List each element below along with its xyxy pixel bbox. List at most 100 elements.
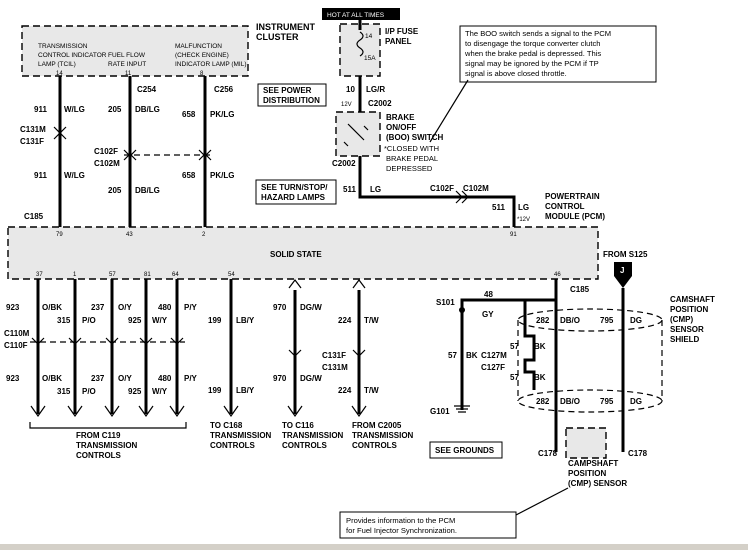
fuse-icon — [356, 31, 364, 57]
connector-c2002-bottom: C2002 — [332, 159, 356, 168]
to-c168-line2: TRANSMISSION — [210, 431, 272, 440]
wire-10: 10 — [346, 85, 355, 94]
s125-marker — [614, 262, 632, 276]
wire-48-circuit: 48 — [484, 290, 493, 299]
wire-57b-circuit: 57 — [510, 342, 519, 351]
bw2-224-color: T/W — [364, 386, 379, 395]
from-c119-line2: TRANSMISSION — [76, 441, 138, 450]
lamp-mil-pin: 8 — [200, 71, 204, 77]
to-c168-line1: TO C168 — [210, 421, 243, 430]
cmp-sensor-box — [565, 427, 607, 459]
bw2-224-circuit: 224 — [338, 386, 352, 395]
connector-c102m: C102M — [94, 159, 120, 168]
connector-c127m: C127M — [481, 351, 507, 360]
wire-282b-circuit: 282 — [536, 397, 550, 406]
wire-12v: 12V — [341, 102, 352, 108]
bw-480-circuit: 480 — [158, 303, 172, 312]
see-power-line1: SEE POWER — [263, 86, 312, 95]
see-power-line2: DISTRIBUTION — [263, 96, 320, 105]
bw-925-color: W/Y — [152, 316, 168, 325]
fuse-panel-box — [339, 23, 381, 77]
brake-note-2: BRAKE PEDAL — [386, 154, 438, 163]
boo-note-leader — [429, 79, 469, 143]
bw-925-circuit: 925 — [128, 316, 142, 325]
bw-199-color: LB/Y — [236, 316, 255, 325]
bw2-925-circuit: 925 — [128, 387, 142, 396]
lamp-tcil-line3: LAMP (TCIL) — [38, 61, 76, 68]
see-turn-box[interactable] — [255, 179, 337, 205]
bw-970-circuit: 970 — [273, 303, 287, 312]
lamp-tcil-line2: CONTROL INDICATOR — [38, 52, 107, 59]
wire-658b-circuit: 658 — [182, 171, 196, 180]
lamp-fuel-pin: 11 — [125, 71, 132, 77]
from-c119-line3: CONTROLS — [76, 451, 122, 460]
cmp-note-box — [339, 511, 517, 539]
fuse-panel-label-1: I/P FUSE — [385, 27, 419, 36]
c119-bracket — [29, 422, 187, 429]
lamp-mil-line1: MALFUNCTION — [175, 43, 222, 50]
from-c2005-line3: CONTROLS — [352, 441, 398, 450]
instrument-cluster-box — [21, 25, 249, 77]
fuse-panel-label-2: PANEL — [385, 37, 412, 46]
cmp-shield-3: (CMP) — [670, 315, 693, 324]
wire-911-color: W/LG — [64, 105, 85, 114]
connector-c254: C254 — [137, 85, 157, 94]
wire-12v-b: *12V — [517, 217, 530, 223]
connector-c131m: C131M — [20, 125, 46, 134]
to-c116-line3: CONTROLS — [282, 441, 328, 450]
bw-224-circuit: 224 — [338, 316, 352, 325]
bw2-923-color: O/BK — [42, 374, 62, 383]
wire-911-circuit: 911 — [34, 105, 47, 114]
wire-57-circuit: 57 — [448, 351, 457, 360]
boo-note-line5: signal is above closed throttle. — [465, 69, 567, 78]
pcm-label-3: MODULE (PCM) — [545, 212, 605, 221]
wire-205b-color: DB/LG — [135, 186, 160, 195]
see-turn-line2: HAZARD LAMPS — [261, 193, 326, 202]
switch-icon — [343, 123, 369, 147]
cmp-shield-2: POSITION — [670, 305, 708, 314]
cmp-shield-5: SHIELD — [670, 335, 700, 344]
hot-at-all-times: HOT AT ALL TIMES — [327, 12, 385, 19]
ground-icon — [454, 405, 470, 413]
wire-282-circuit: 282 — [536, 316, 550, 325]
connector-c102f-right: C102F — [430, 184, 454, 193]
pcm-pin-top-1: 79 — [56, 232, 63, 238]
bw2-970-color: DG/W — [300, 374, 322, 383]
bw-315-circuit: 315 — [57, 316, 71, 325]
pcm-pin-top-4: 91 — [510, 232, 517, 238]
bw2-315-color: P/O — [82, 387, 96, 396]
wire-795b-color: DG — [630, 397, 642, 406]
to-c168-line3: CONTROLS — [210, 441, 256, 450]
pcm-pin-bottom-5: 64 — [172, 272, 179, 278]
see-grounds: SEE GROUNDS — [435, 446, 495, 455]
bw-237-circuit: 237 — [91, 303, 105, 312]
bw2-480-circuit: 480 — [158, 374, 172, 383]
pcm-pin-top-3: 2 — [202, 232, 206, 238]
wire-911b-circuit: 911 — [34, 171, 47, 180]
pcm-pin-bottom-7: 46 — [554, 272, 561, 278]
cmp-note-line2: for Fuel Injector Synchronization. — [346, 526, 457, 535]
see-power-box[interactable] — [257, 83, 327, 107]
see-grounds-box[interactable] — [429, 441, 503, 459]
pcm-pin-bottom-3: 57 — [109, 272, 116, 278]
wire-282b-color: DB/O — [560, 397, 580, 406]
bw-923-color: O/BK — [42, 303, 62, 312]
connector-c178-right: C178 — [628, 449, 648, 458]
from-c2005-line1: FROM C2005 — [352, 421, 402, 430]
pcm-box — [7, 226, 599, 280]
bw-315-color: P/O — [82, 316, 96, 325]
bottom-scrollbar[interactable] — [0, 544, 748, 550]
bw-199-circuit: 199 — [208, 316, 222, 325]
bw2-315-circuit: 315 — [57, 387, 71, 396]
bw-923-circuit: 923 — [6, 303, 20, 312]
instrument-cluster-title-1: INSTRUMENT — [256, 22, 315, 32]
lamp-tcil-pin: 14 — [56, 71, 63, 77]
boo-note-line1: The BOO switch sends a signal to the PCM — [465, 29, 611, 38]
lamp-mil-line2: (CHECK ENGINE) — [175, 52, 229, 59]
pcm-pin-bottom-6: 54 — [228, 272, 235, 278]
wire-658-color: PK/LG — [210, 110, 234, 119]
s125-letter: J — [620, 266, 624, 275]
wire-57c-color: BK — [534, 373, 546, 382]
wire-205-color: DB/LG — [135, 105, 160, 114]
wire-57c-circuit: 57 — [510, 373, 519, 382]
